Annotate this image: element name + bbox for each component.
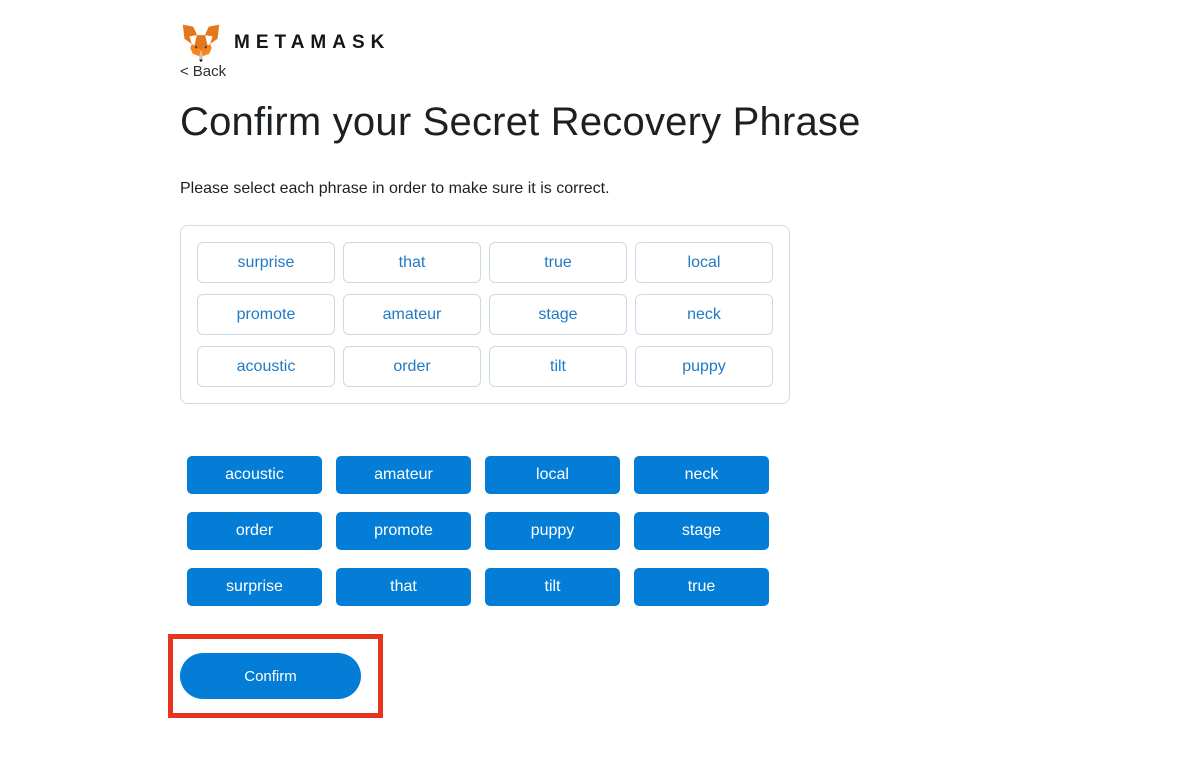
word-bank-button[interactable]: local <box>485 456 620 494</box>
phrase-chip[interactable]: promote <box>197 294 335 335</box>
page-title: Confirm your Secret Recovery Phrase <box>180 100 861 144</box>
back-label: Back <box>192 63 227 80</box>
back-link[interactable]: <Back <box>180 63 226 80</box>
word-bank-button[interactable]: acoustic <box>187 456 322 494</box>
phrase-chip[interactable]: that <box>343 242 481 283</box>
word-bank-button[interactable]: order <box>187 512 322 550</box>
phrase-chip[interactable]: order <box>343 346 481 387</box>
header: METAMASK <Back <box>180 24 1200 81</box>
word-bank: acoustic amateur local neck order promot… <box>187 456 769 606</box>
phrase-chip[interactable]: surprise <box>197 242 335 283</box>
word-bank-button[interactable]: that <box>336 568 471 606</box>
phrase-chip[interactable]: neck <box>635 294 773 335</box>
selected-phrase-panel: surprise that true local promote amateur… <box>180 225 790 404</box>
chevron-left-icon: < <box>180 63 189 80</box>
phrase-chip[interactable]: local <box>635 242 773 283</box>
confirm-recovery-phrase-page: METAMASK <Back Confirm your Secret Recov… <box>168 24 1200 718</box>
word-bank-button[interactable]: surprise <box>187 568 322 606</box>
word-bank-button[interactable]: true <box>634 568 769 606</box>
phrase-chip[interactable]: puppy <box>635 346 773 387</box>
confirm-button[interactable]: Confirm <box>180 653 361 699</box>
metamask-logo: METAMASK <box>180 24 1200 62</box>
phrase-chip[interactable]: true <box>489 242 627 283</box>
phrase-chip[interactable]: amateur <box>343 294 481 335</box>
phrase-chip[interactable]: stage <box>489 294 627 335</box>
instruction-text: Please select each phrase in order to ma… <box>180 180 610 197</box>
phrase-chip[interactable]: acoustic <box>197 346 335 387</box>
word-bank-button[interactable]: tilt <box>485 568 620 606</box>
phrase-chip[interactable]: tilt <box>489 346 627 387</box>
word-bank-button[interactable]: amateur <box>336 456 471 494</box>
annotation-highlight-box: Confirm <box>168 634 383 718</box>
metamask-fox-icon <box>182 24 220 62</box>
metamask-wordmark: METAMASK <box>234 32 391 53</box>
word-bank-button[interactable]: stage <box>634 512 769 550</box>
word-bank-button[interactable]: puppy <box>485 512 620 550</box>
word-bank-button[interactable]: neck <box>634 456 769 494</box>
word-bank-button[interactable]: promote <box>336 512 471 550</box>
